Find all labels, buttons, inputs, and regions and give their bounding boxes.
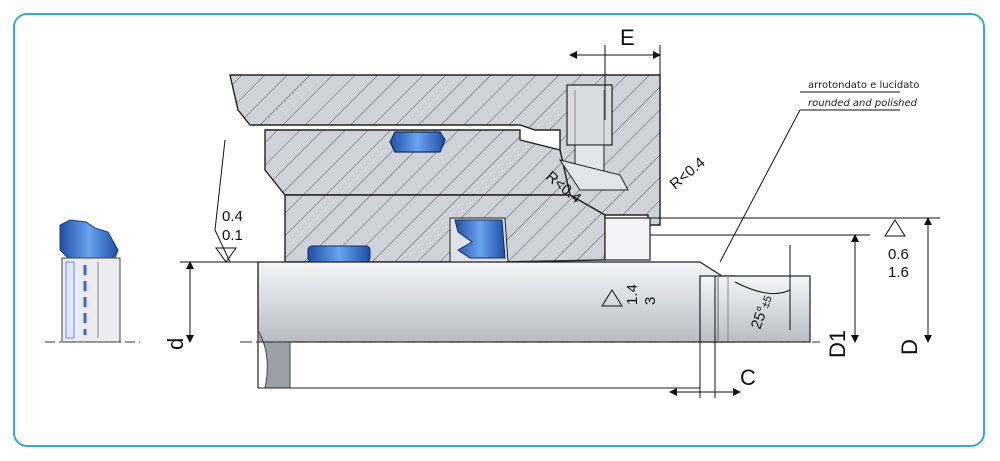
roughness-groove-top: 0.4 — [222, 208, 243, 225]
dimension-lines — [180, 45, 940, 398]
wiper-seal — [307, 245, 371, 263]
o-ring-top — [389, 131, 446, 153]
dimension-c-label: C — [740, 365, 756, 390]
roughness-bore-top: 0.6 — [888, 246, 909, 263]
chamfer-angle-value: 25° — [748, 304, 772, 331]
note-italian: arrotondato e lucidato — [808, 80, 919, 91]
dimension-d-outer-label: D — [897, 339, 922, 355]
radius-right-label: R<0.4 — [667, 154, 709, 193]
rod-seal — [449, 217, 509, 263]
dimension-d1-label: D1 — [825, 330, 850, 358]
chamfer-angle-tolerance: ±5 — [759, 294, 774, 310]
roughness-rod-top: 1.4 — [624, 284, 641, 305]
roughness-bore-bottom: 1.6 — [888, 264, 909, 281]
diagram-frame — [13, 13, 985, 447]
roughness-symbols — [215, 219, 906, 307]
note-english: rounded and polished — [808, 98, 918, 109]
dimension-d-label: d — [163, 338, 188, 350]
housing-body — [229, 74, 661, 263]
roughness-groove-bottom: 0.1 — [222, 227, 243, 244]
chamfer-angle-label: 25°±5 — [748, 293, 776, 332]
seal-profile — [45, 219, 140, 343]
dimension-e-label: E — [620, 25, 635, 50]
rod — [240, 261, 820, 389]
roughness-rod-bottom: 3 — [642, 297, 659, 305]
